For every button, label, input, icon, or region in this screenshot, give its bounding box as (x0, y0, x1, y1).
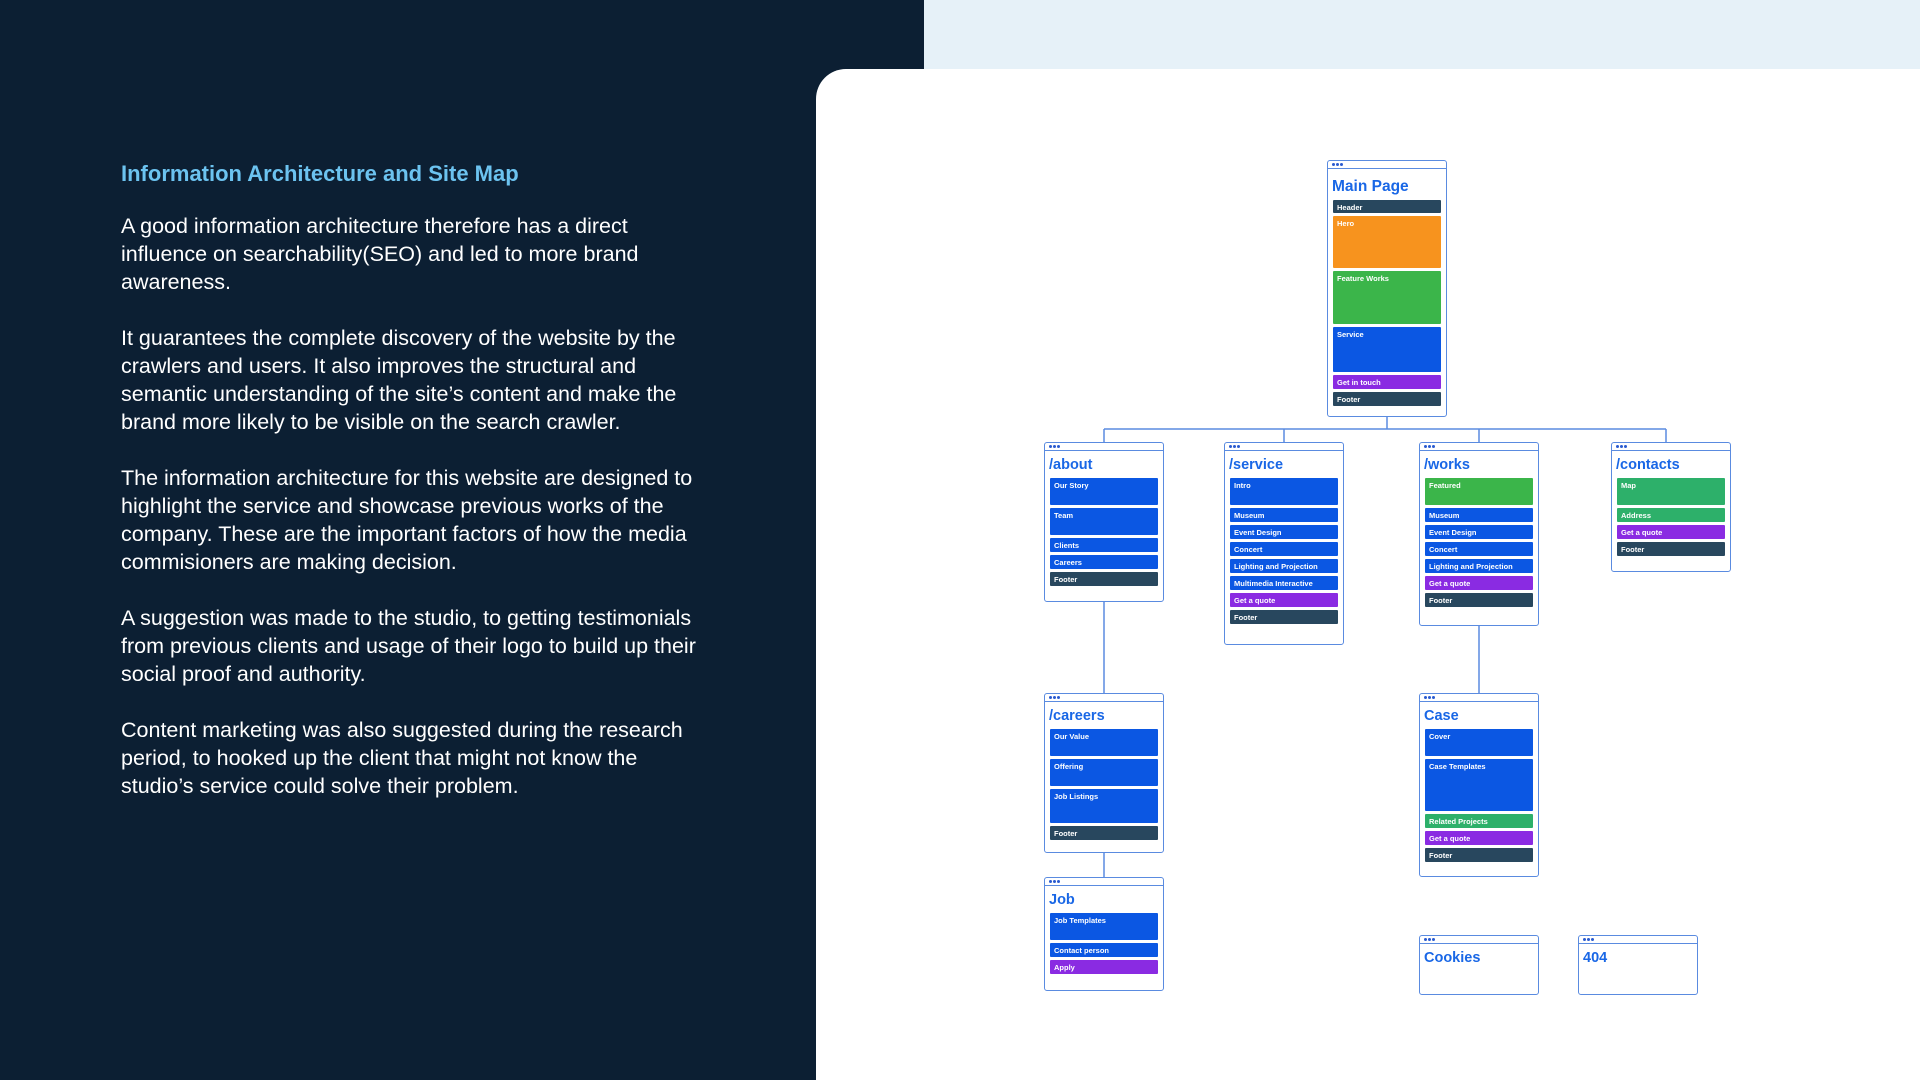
block-footer: Footer (1425, 593, 1533, 607)
node-about: /about Our Story Team Clients Careers Fo… (1044, 442, 1164, 602)
block-get-a-quote: Get a quote (1425, 576, 1533, 590)
window-dots-icon (1225, 443, 1343, 451)
node-404: 404 (1578, 935, 1698, 995)
node-title: 404 (1583, 950, 1608, 966)
paragraph-seo: A good information architecture therefor… (121, 214, 639, 294)
text-block: Information Architecture and Site Map A … (121, 160, 701, 828)
node-title: /careers (1049, 708, 1105, 724)
block-lighting-projection: Lighting and Projection (1230, 559, 1338, 573)
block-cover: Cover (1425, 729, 1533, 756)
block-get-a-quote: Get a quote (1230, 593, 1338, 607)
window-dots-icon (1420, 694, 1538, 702)
block-featured: Featured (1425, 478, 1533, 505)
block-case-templates: Case Templates (1425, 759, 1533, 811)
block-address: Address (1617, 508, 1725, 522)
node-title: Job (1049, 892, 1075, 908)
node-careers: /careers Our Value Offering Job Listings… (1044, 693, 1164, 853)
block-intro: Intro (1230, 478, 1338, 505)
node-job: Job Job Templates Contact person Apply (1044, 877, 1164, 991)
node-title: /service (1229, 457, 1284, 473)
node-works: /works Featured Museum Event Design Conc… (1419, 442, 1539, 626)
node-title: /contacts (1616, 457, 1680, 473)
paragraph-content-marketing: Content marketing was also suggested dur… (121, 718, 683, 798)
block-job-listings: Job Listings (1050, 789, 1158, 823)
block-event-design: Event Design (1230, 525, 1338, 539)
window-dots-icon (1612, 443, 1730, 451)
block-museum: Museum (1230, 508, 1338, 522)
block-get-in-touch: Get in touch (1333, 375, 1441, 389)
block-multimedia-interactive: Multimedia Interactive (1230, 576, 1338, 590)
block-header: Header (1333, 200, 1441, 213)
paragraph-testimonials: A suggestion was made to the studio, to … (121, 606, 696, 686)
block-get-a-quote: Get a quote (1617, 525, 1725, 539)
block-our-story: Our Story (1050, 478, 1158, 505)
node-contacts: /contacts Map Address Get a quote Footer (1611, 442, 1731, 572)
node-title: Main Page (1332, 178, 1409, 195)
node-title: Cookies (1424, 950, 1481, 966)
block-footer: Footer (1617, 542, 1725, 556)
window-dots-icon (1579, 936, 1697, 944)
block-team: Team (1050, 508, 1158, 535)
window-dots-icon (1045, 443, 1163, 451)
block-clients: Clients (1050, 538, 1158, 552)
left-panel: Information Architecture and Site Map A … (0, 0, 924, 1080)
block-footer: Footer (1050, 572, 1158, 586)
node-title: Case (1424, 708, 1459, 724)
block-offering: Offering (1050, 759, 1158, 786)
block-job-templates: Job Templates (1050, 913, 1158, 940)
block-feature-works: Feature Works (1333, 271, 1441, 324)
block-hero: Hero (1333, 216, 1441, 268)
node-case: Case Cover Case Templates Related Projec… (1419, 693, 1539, 877)
paragraph-architecture: The information architecture for this we… (121, 466, 693, 574)
block-service: Service (1333, 327, 1441, 372)
block-footer: Footer (1230, 610, 1338, 624)
block-concert: Concert (1230, 542, 1338, 556)
block-our-value: Our Value (1050, 729, 1158, 756)
block-footer: Footer (1050, 826, 1158, 840)
node-main-page: Main Page Header Hero Feature Works Serv… (1327, 160, 1447, 417)
block-concert: Concert (1425, 542, 1533, 556)
window-dots-icon (1420, 936, 1538, 944)
window-dots-icon (1420, 443, 1538, 451)
node-title: /works (1424, 457, 1470, 473)
window-dots-icon (1045, 878, 1163, 886)
paragraph-discovery: It guarantees the complete discovery of … (121, 326, 677, 434)
block-apply: Apply (1050, 960, 1158, 974)
block-lighting-projection: Lighting and Projection (1425, 559, 1533, 573)
block-footer: Footer (1425, 848, 1533, 862)
node-title: /about (1049, 457, 1093, 473)
block-get-a-quote: Get a quote (1425, 831, 1533, 845)
window-dots-icon (1328, 161, 1446, 169)
node-cookies: Cookies (1419, 935, 1539, 995)
block-museum: Museum (1425, 508, 1533, 522)
block-careers: Careers (1050, 555, 1158, 569)
node-service: /service Intro Museum Event Design Conce… (1224, 442, 1344, 645)
block-map: Map (1617, 478, 1725, 505)
window-dots-icon (1045, 694, 1163, 702)
block-footer: Footer (1333, 392, 1441, 406)
block-event-design: Event Design (1425, 525, 1533, 539)
section-heading: Information Architecture and Site Map (121, 161, 519, 186)
block-related-projects: Related Projects (1425, 814, 1533, 828)
block-contact-person: Contact person (1050, 943, 1158, 957)
